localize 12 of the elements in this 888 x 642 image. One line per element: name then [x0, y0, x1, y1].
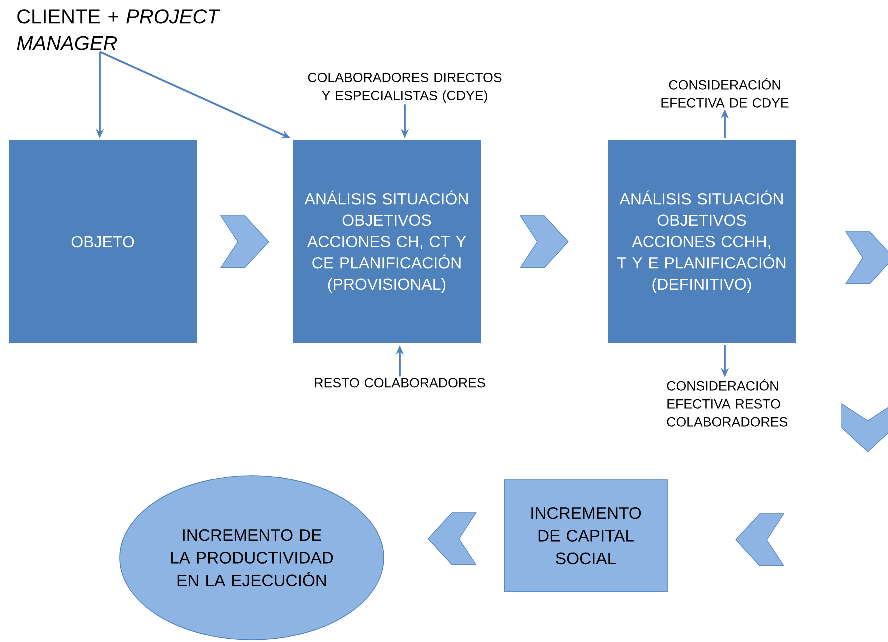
process-box: OBJETO: [7, 138, 199, 346]
note-text: RESTO COLABORADORES: [315, 378, 486, 388]
note-text: CONSIDERACIÓN EFECTIVA DE CDYE: [662, 78, 789, 108]
chevron-arrow: [520, 216, 569, 268]
process-box: ANÁLISIS SITUACIÓN OBJETIVOS ACCIONES CH, CT Y CE PLANIFICACIÓN (PROVISIONAL): [291, 138, 483, 346]
process-box: INCREMENTO DE CAPITAL SOCIAL: [504, 480, 668, 592]
chevron-arrow: [428, 512, 477, 566]
note-text: CLIENTE + PROJECT MANAGER: [17, 10, 221, 50]
note-text: COLABORADORES DIRECTOS Y ESPECIALISTAS (CDYE): [308, 72, 502, 104]
note-text: CONSIDERACIÓN EFECTIVA RESTO COLABORADORES: [667, 379, 788, 427]
chevron-arrow: [220, 216, 270, 268]
process-box: ANÁLISIS SITUACIÓN OBJETIVOS ACCIONES CCHH, T Y E PLANIFICACIÓN (DEFINITIVO): [606, 138, 798, 346]
